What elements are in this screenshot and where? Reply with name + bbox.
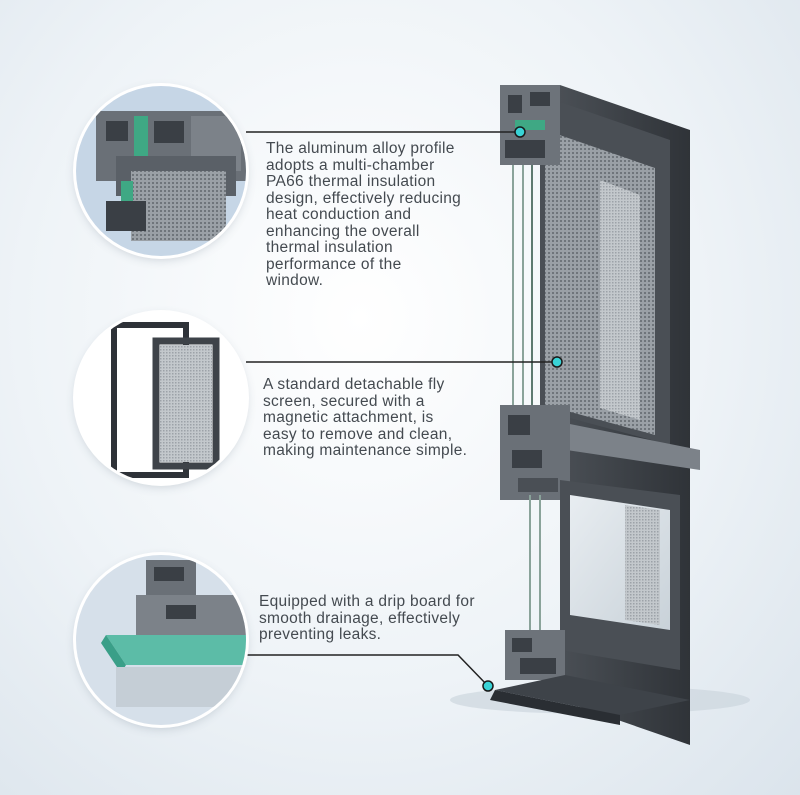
upper-glass-pane	[600, 180, 640, 420]
bottom-profile-section	[490, 630, 690, 725]
drip-board-detail-image	[76, 555, 246, 725]
fly-screen-detail-image	[76, 313, 246, 483]
thermal-insulation-description: The aluminum alloy profile adopts a mult…	[266, 140, 462, 289]
meeting-rail	[500, 405, 700, 500]
drip-board-description: Equipped with a drip board for smooth dr…	[259, 593, 475, 643]
thermal-break-detail-image	[76, 86, 246, 256]
callout-dot-1	[514, 126, 526, 138]
lower-fly-screen	[625, 505, 660, 625]
callout-dot-3	[482, 680, 494, 692]
callout-dot-2	[551, 356, 563, 368]
fly-screen-description: A standard detachable fly screen, secure…	[263, 376, 468, 459]
callout-line-3	[246, 654, 489, 687]
upper-profile-section	[500, 85, 560, 165]
